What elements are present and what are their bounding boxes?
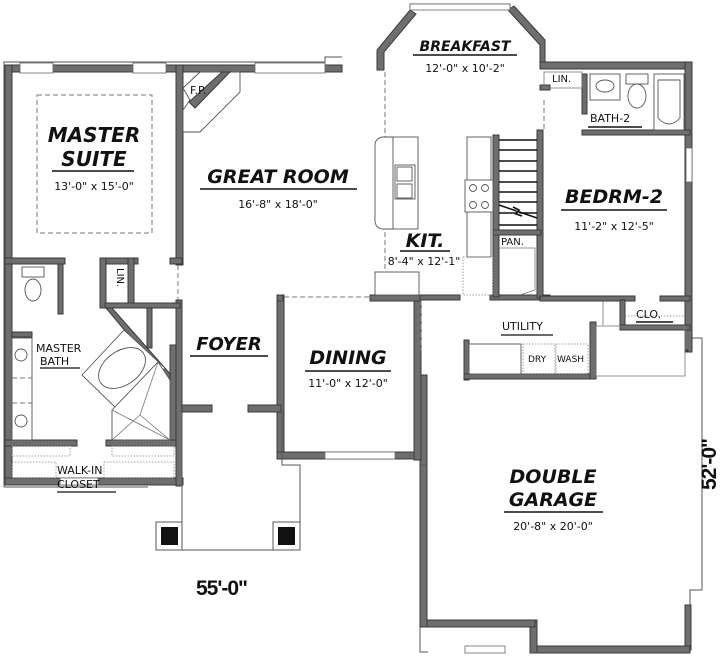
room-kitchen: KIT. 8'-4" x 12'-1" <box>388 230 461 268</box>
master-suite-name-2: SUITE <box>61 147 127 171</box>
kitchen-name: KIT. <box>406 230 445 252</box>
room-foyer: FOYER <box>190 334 268 357</box>
linen-master-label: LIN. <box>114 268 125 287</box>
kitchen-fixtures <box>374 136 494 296</box>
garage-name-1: DOUBLE <box>510 466 597 488</box>
dryer-label: DRY <box>528 355 547 365</box>
master-bath-name-1: MASTER <box>36 342 82 355</box>
overall-depth-dimension: 52'-0" <box>698 439 721 490</box>
walk-in-closet-name-1: WALK-IN <box>57 464 102 477</box>
room-bedroom-2: BEDRM-2 11'-2" x 12'-5" <box>561 186 667 233</box>
exterior-walls <box>4 3 693 654</box>
fireplace: F.P. <box>182 71 241 133</box>
fireplace-label: F.P. <box>190 84 206 97</box>
linen-hall-label: LIN. <box>552 74 571 85</box>
overall-width-dimension: 55'-0" <box>196 577 247 600</box>
room-great-room: GREAT ROOM 16'-8" x 18'-0" <box>200 166 357 211</box>
room-master-suite: MASTER SUITE 13'-0" x 15'-0" <box>48 123 141 193</box>
room-garage: DOUBLE GARAGE 20'-8" x 20'-0" <box>504 466 603 533</box>
great-room-dims: 16'-8" x 18'-0" <box>238 198 318 211</box>
bedroom2-name: BEDRM-2 <box>565 186 663 208</box>
bedroom2-dims: 11'-2" x 12'-5" <box>574 220 654 233</box>
closet-shelves <box>11 445 175 479</box>
washer-label: WASH <box>557 355 584 365</box>
bath2-fixtures <box>543 71 685 131</box>
stairs <box>498 139 538 226</box>
room-walk-in-closet: WALK-IN CLOSET <box>57 464 116 493</box>
room-breakfast: BREAKFAST 12'-0" x 10'-2" <box>413 39 517 75</box>
dining-name: DINING <box>309 347 386 369</box>
room-master-bath: MASTER BATH <box>36 342 82 369</box>
breakfast-dims: 12'-0" x 10'-2" <box>425 62 505 75</box>
garage-dims: 20'-8" x 20'-0" <box>513 520 593 533</box>
windows <box>19 3 693 654</box>
great-room-name: GREAT ROOM <box>207 166 349 188</box>
master-suite-dims: 13'-0" x 15'-0" <box>54 180 134 193</box>
utility-fixtures <box>468 301 686 377</box>
front-porch <box>155 412 427 551</box>
walk-in-closet-name-2: CLOSET <box>57 478 100 491</box>
foyer-name: FOYER <box>196 334 261 355</box>
master-bath-name-2: BATH <box>40 355 69 368</box>
garage-name-2: GARAGE <box>509 489 597 511</box>
utility-name: UTILITY <box>502 320 543 333</box>
pantry-label: PAN. <box>501 237 524 248</box>
bath2-label: BATH-2 <box>590 112 630 125</box>
breakfast-name: BREAKFAST <box>420 39 512 55</box>
master-bath-fixtures <box>11 266 171 441</box>
kitchen-dims: 8'-4" x 12'-1" <box>388 255 461 268</box>
dashed-lines <box>36 72 545 400</box>
closet-label: CLO. <box>636 308 661 321</box>
dining-dims: 11'-0" x 12'-0" <box>308 377 388 390</box>
room-dining: DINING 11'-0" x 12'-0" <box>305 347 391 390</box>
room-utility: UTILITY <box>501 320 553 336</box>
master-suite-name-1: MASTER <box>48 123 141 147</box>
